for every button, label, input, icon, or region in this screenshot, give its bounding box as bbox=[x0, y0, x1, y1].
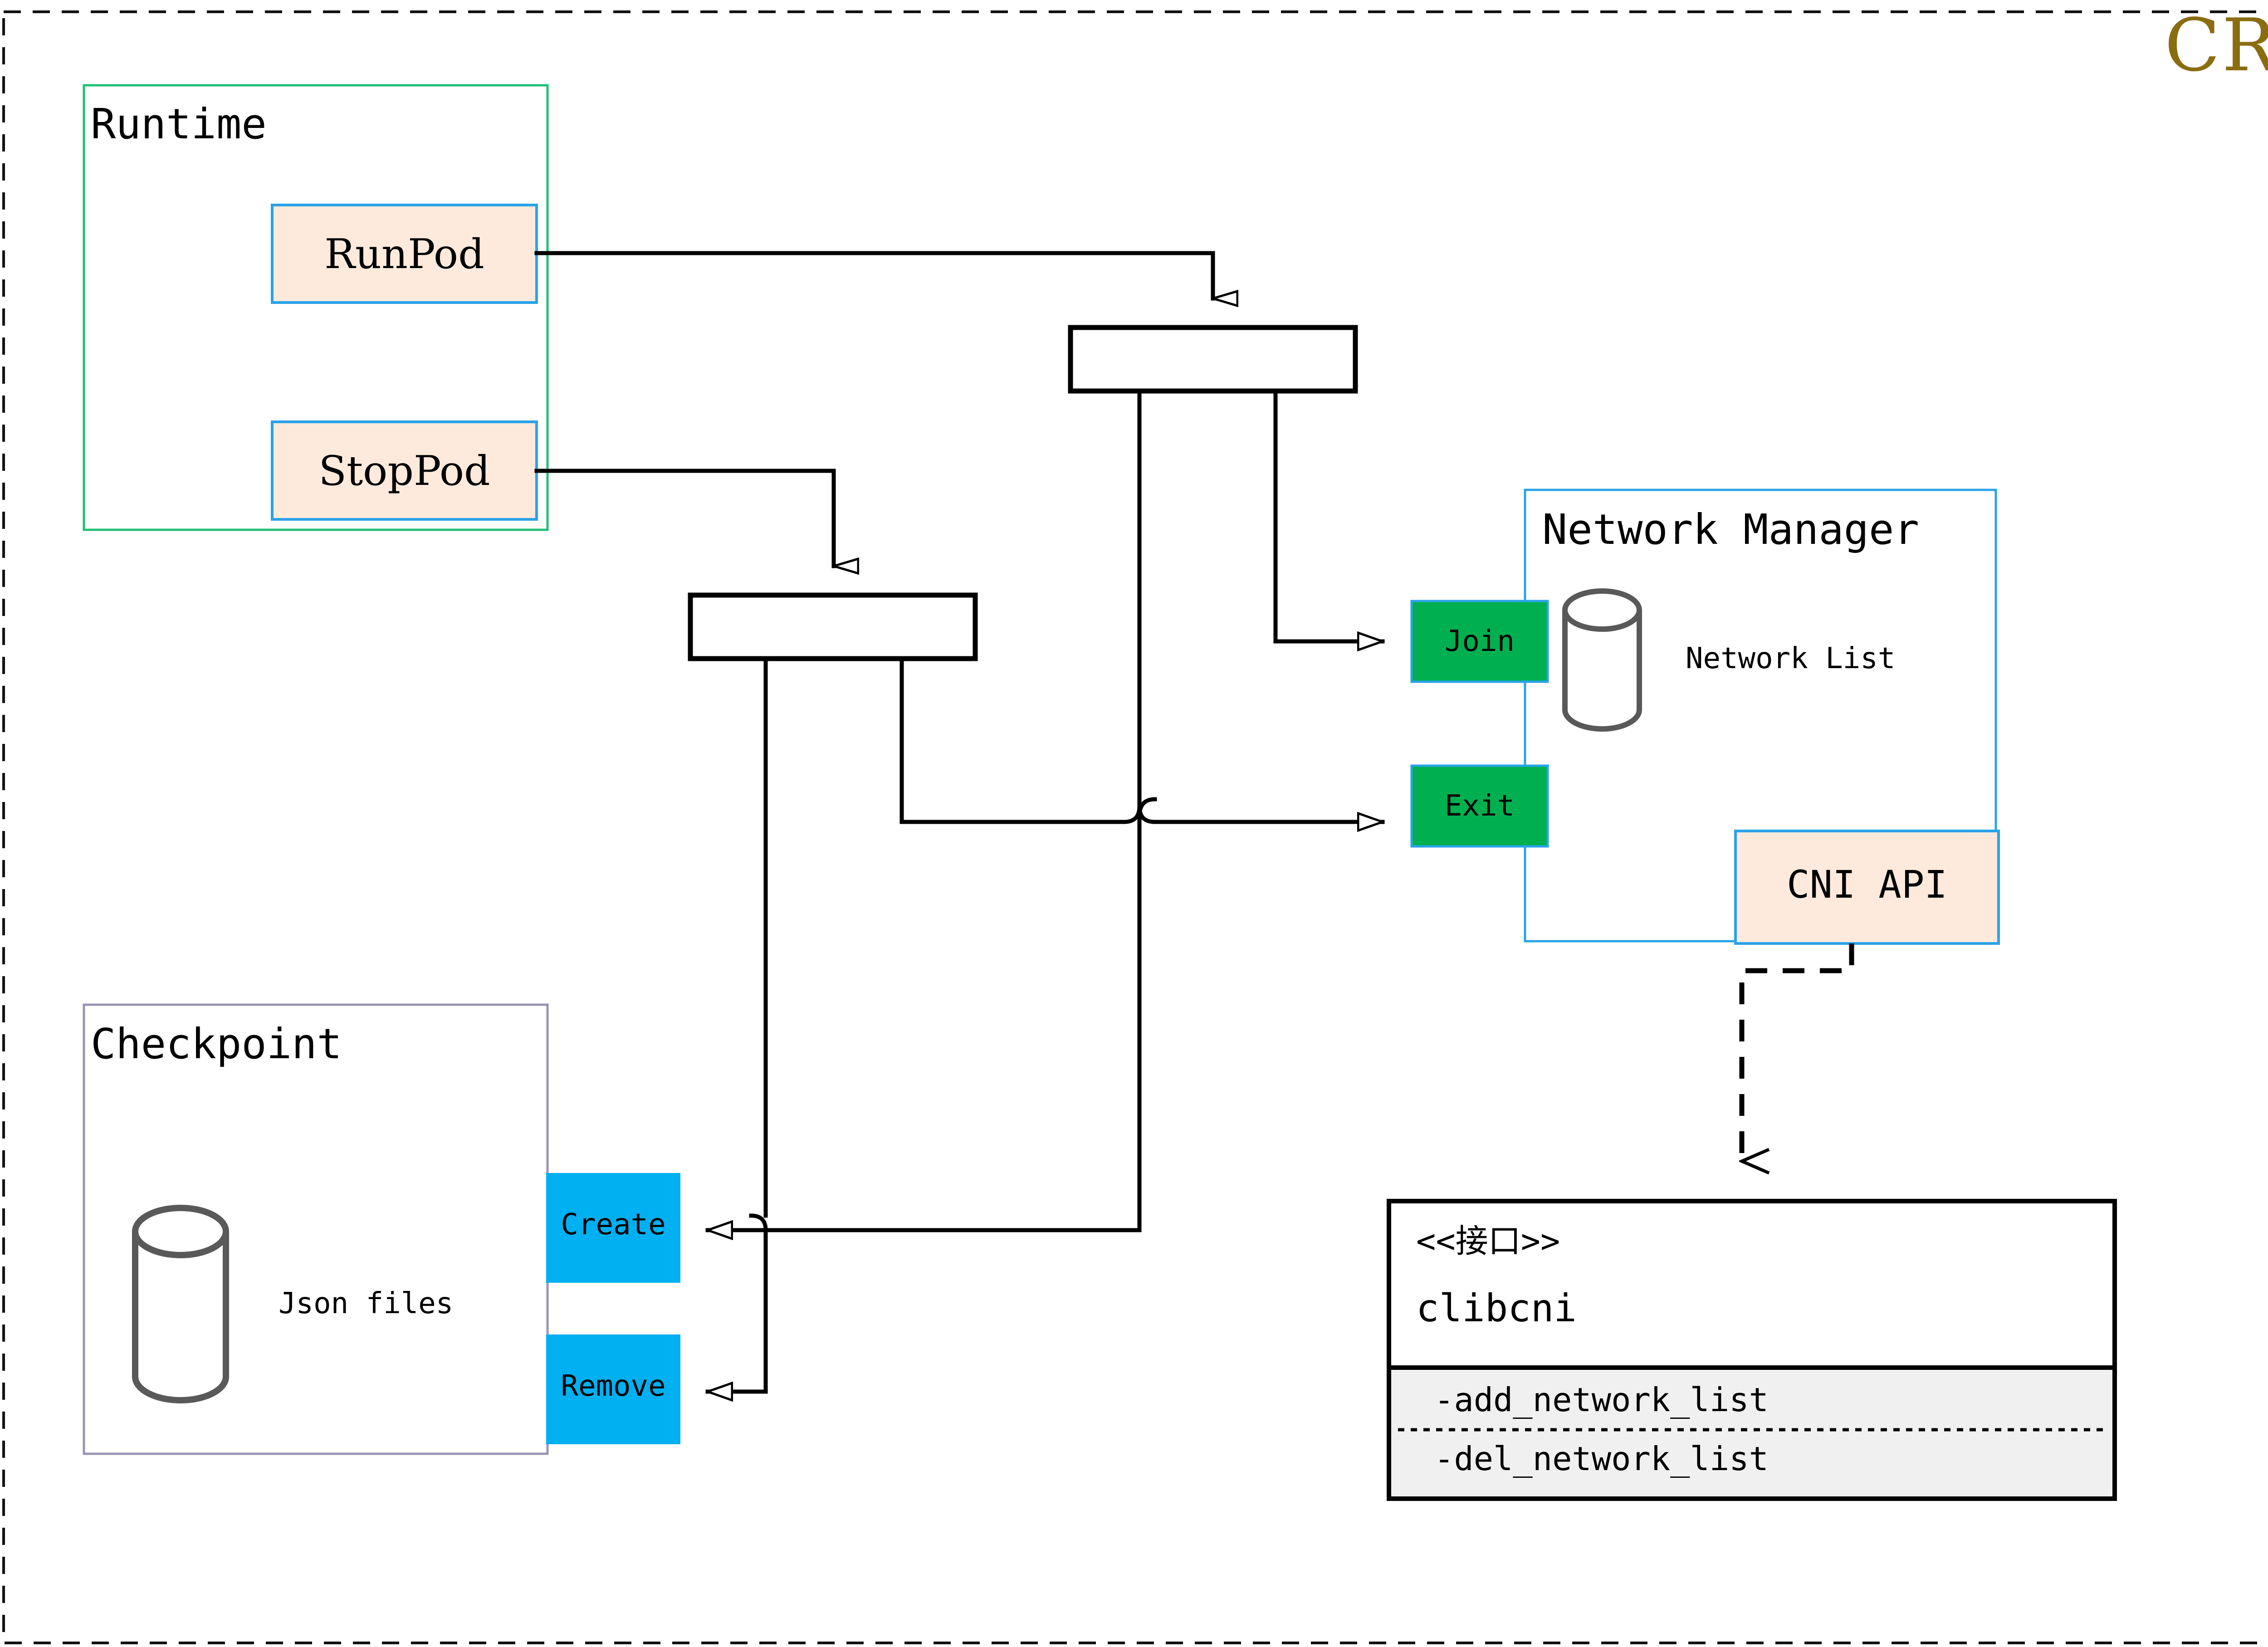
network-list-label: Network List bbox=[1686, 642, 1896, 675]
remove-label: Remove bbox=[561, 1369, 666, 1403]
edge-fork2-to-remove-tail bbox=[705, 1228, 768, 1392]
diagram-title: CRI bbox=[2165, 3, 2268, 88]
clibcni-method-1: -del_network_list bbox=[1434, 1440, 1769, 1478]
network-list-cylinder-icon bbox=[1562, 588, 1642, 732]
clibcni-methods-panel bbox=[1391, 1368, 2112, 1496]
edge-cniapi-to-clibcni bbox=[1742, 943, 1854, 1161]
runpod-label: RunPod bbox=[324, 230, 484, 278]
cni-api-box[interactable] bbox=[1734, 830, 2000, 945]
cni-api-label: CNI API bbox=[1786, 862, 1947, 907]
create-box[interactable] bbox=[546, 1173, 680, 1283]
outer-frame bbox=[2, 10, 2268, 1644]
json-files-cylinder-icon bbox=[132, 1205, 229, 1403]
edge-fork-to-create-tail bbox=[705, 814, 1142, 1230]
checkpoint-label: Checkpoint bbox=[91, 1020, 342, 1068]
clibcni-stereotype: <<接口>> bbox=[1416, 1222, 1560, 1260]
join-box[interactable] bbox=[1410, 600, 1549, 683]
runtime-label: Runtime bbox=[91, 100, 267, 148]
join-label: Join bbox=[1444, 625, 1515, 658]
edge-fork-to-join bbox=[1273, 389, 1385, 641]
edge-runpod-to-fork bbox=[534, 251, 1213, 298]
network-manager-label: Network Manager bbox=[1542, 505, 1919, 554]
edge-exit-hop bbox=[1122, 806, 1157, 824]
edge-fork2-to-exit bbox=[899, 656, 1126, 824]
runpod-box[interactable] bbox=[271, 204, 538, 304]
exit-box[interactable] bbox=[1410, 764, 1549, 848]
edge-remove-hop bbox=[749, 1213, 768, 1232]
fork-bar-stoppod bbox=[688, 592, 978, 661]
create-label: Create bbox=[561, 1208, 666, 1241]
remove-box[interactable] bbox=[546, 1334, 680, 1444]
stoppod-label: StopPod bbox=[318, 447, 490, 495]
fork-bar-runpod bbox=[1068, 325, 1358, 394]
clibcni-method-0: -add_network_list bbox=[1434, 1381, 1769, 1419]
json-files-label: Json files bbox=[279, 1287, 454, 1320]
edge-stoppod-to-fork bbox=[534, 469, 834, 566]
exit-label: Exit bbox=[1444, 789, 1515, 823]
clibcni-name: clibcni bbox=[1416, 1286, 1577, 1330]
